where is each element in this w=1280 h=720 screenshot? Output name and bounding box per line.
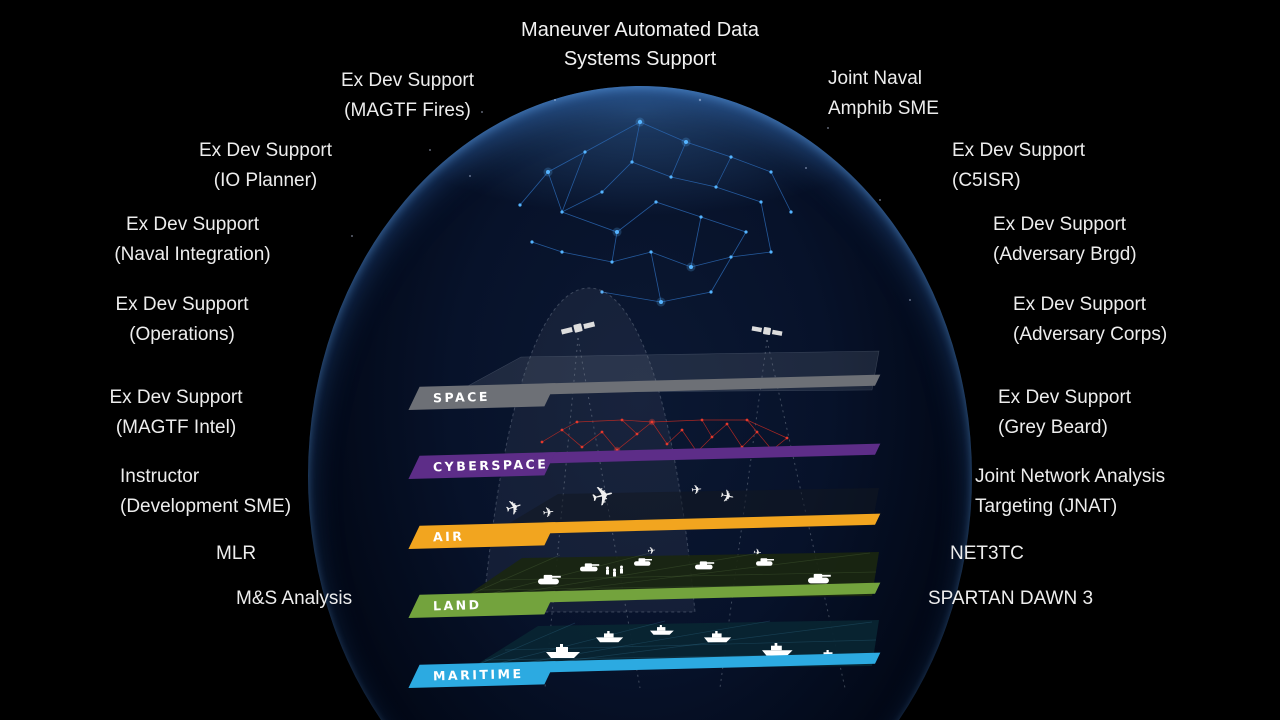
label-line: Ex Dev Support [1013,294,1147,315]
label-line: (C5ISR) [952,169,1021,191]
svg-text:✈: ✈ [502,493,525,521]
right-label-adversary-corps: Ex Dev Support (Adversary Corps) [1013,290,1167,349]
left-label-ms-analysis: M&S Analysis [236,584,352,614]
right-label-jnat: Joint Network Analysis Targeting (JNAT) [975,462,1165,521]
right-label-joint-naval-amphib: Joint Naval Amphib SME [828,64,939,123]
right-label-adversary-brgd: Ex Dev Support (Adversary Brgd) [993,210,1137,269]
label-line: Targeting (JNAT) [975,495,1118,517]
banner-tab [408,522,556,549]
left-label-mlr: MLR [216,539,256,569]
label-line: Ex Dev Support [998,387,1132,408]
label-line: Instructor [120,466,200,487]
svg-text:✈: ✈ [718,486,736,509]
svg-text:✈: ✈ [753,548,762,560]
label-line: Joint Naval [828,68,922,89]
label-line: Ex Dev Support [993,214,1127,235]
label-line: (MAGTF Intel) [115,416,237,438]
label-line: (IO Planner) [213,169,318,191]
label-line: (Development SME) [120,495,292,517]
label-line: (Adversary Brgd) [993,243,1137,265]
svg-text:✈: ✈ [542,504,556,521]
label-line: Joint Network Analysis [975,466,1166,487]
label-line: SPARTAN DAWN 3 [928,588,1094,609]
label-line: Ex Dev Support [198,140,333,161]
label-line: (Adversary Corps) [1013,323,1168,345]
layer-label-maritime: MARITIME [432,665,524,684]
left-label-operations: Ex Dev Support (Operations) [98,290,266,349]
label-line: M&S Analysis [236,588,353,609]
label-line: Ex Dev Support [115,294,249,315]
cyber-network-nodes [540,418,789,456]
label-line: NET3TC [950,543,1024,564]
right-label-grey-beard: Ex Dev Support (Grey Beard) [998,383,1131,442]
layer-label-cyberspace: CYBERSPACE [432,456,549,475]
globe-network-nodes [518,117,793,307]
diagram-title: Maneuver Automated Data Systems Support [440,16,840,74]
label-line: (MAGTF Fires) [344,99,471,121]
label-line: (Operations) [129,323,235,345]
right-label-c5isr: Ex Dev Support (C5ISR) [952,136,1085,195]
layer-label-space: SPACE [432,388,491,406]
label-line: Ex Dev Support [125,214,260,235]
right-label-spartan-dawn-3: SPARTAN DAWN 3 [928,584,1093,614]
left-label-naval-integration: Ex Dev Support (Naval Integration) [95,210,290,269]
left-label-magtf-fires: Ex Dev Support (MAGTF Fires) [330,66,485,125]
right-label-net3tc: NET3TC [950,539,1024,569]
label-line: (Naval Integration) [114,243,271,265]
banner-tab [408,591,556,618]
label-line: Ex Dev Support [109,387,243,408]
layer-label-air: AIR [432,528,465,545]
title-line-2: Systems Support [563,48,717,70]
label-line: (Grey Beard) [998,416,1108,438]
label-line: Ex Dev Support [340,70,475,91]
svg-text:✈: ✈ [647,545,657,557]
left-label-io-planner: Ex Dev Support (IO Planner) [188,136,343,195]
title-line-1: Maneuver Automated Data [521,19,759,41]
label-line: Amphib SME [828,97,939,119]
label-line: Ex Dev Support [952,140,1086,161]
label-line: MLR [216,543,257,564]
svg-text:✈: ✈ [690,482,703,498]
star-field [351,98,911,301]
left-label-instructor: Instructor (Development SME) [120,462,291,521]
left-label-magtf-intel: Ex Dev Support (MAGTF Intel) [95,383,257,442]
cyber-network-graphic [541,419,788,453]
layer-label-land: LAND [432,597,482,614]
